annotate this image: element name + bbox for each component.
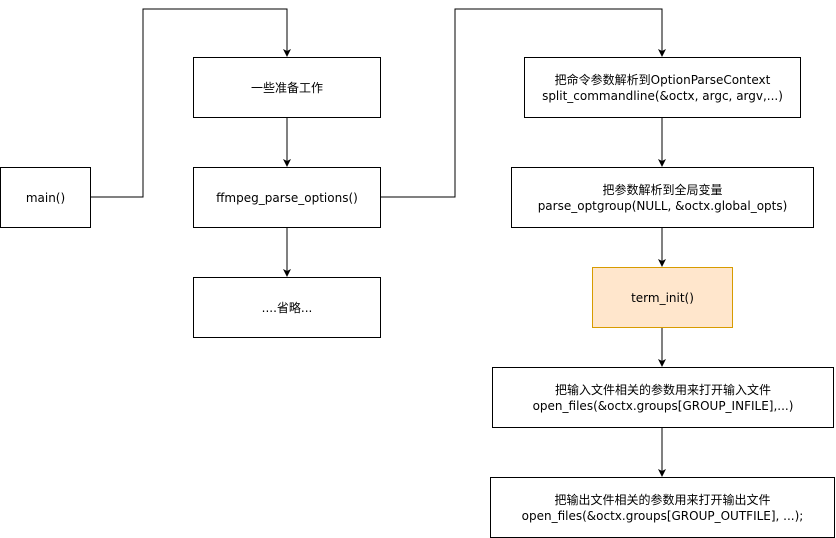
- node-parse-optgroup-line1: 把参数解析到全局变量: [602, 182, 723, 197]
- node-parse-options-label: ffmpeg_parse_options(): [216, 190, 358, 205]
- node-term-init: term_init(): [592, 267, 733, 328]
- node-main: main(): [0, 167, 91, 228]
- node-omitted: ....省略...: [193, 277, 381, 338]
- node-split-commandline-line1: 把命令参数解析到OptionParseContext: [554, 72, 771, 87]
- node-prep-label: 一些准备工作: [250, 80, 323, 95]
- node-open-input-files-line2: open_files(&octx.groups[GROUP_INFILE],..…: [532, 398, 794, 413]
- node-split-commandline-line2: split_commandline(&octx, argc, argv,...): [542, 88, 783, 103]
- node-open-input-files: 把输入文件相关的参数用来打开输入文件 open_files(&octx.grou…: [492, 367, 834, 428]
- node-open-input-files-line1: 把输入文件相关的参数用来打开输入文件: [554, 382, 771, 397]
- node-omitted-label: ....省略...: [261, 300, 313, 315]
- connector-parse-options-to-split-cmdline: [380, 8, 666, 198]
- node-parse-optgroup-line2: parse_optgroup(NULL, &octx.global_opts): [537, 198, 788, 213]
- node-main-label: main(): [25, 190, 66, 205]
- node-open-output-files-line1: 把输出文件相关的参数用来打开输出文件: [554, 492, 771, 507]
- connector-main-to-prep: [90, 8, 291, 198]
- node-split-commandline: 把命令参数解析到OptionParseContext split_command…: [524, 57, 801, 118]
- node-parse-optgroup: 把参数解析到全局变量 parse_optgroup(NULL, &octx.gl…: [511, 167, 814, 228]
- node-term-init-label: term_init(): [631, 290, 694, 305]
- node-prep: 一些准备工作: [193, 57, 381, 118]
- node-parse-options: ffmpeg_parse_options(): [193, 167, 381, 228]
- node-open-output-files-line2: open_files(&octx.groups[GROUP_OUTFILE], …: [521, 508, 804, 523]
- node-open-output-files: 把输出文件相关的参数用来打开输出文件 open_files(&octx.grou…: [490, 477, 835, 538]
